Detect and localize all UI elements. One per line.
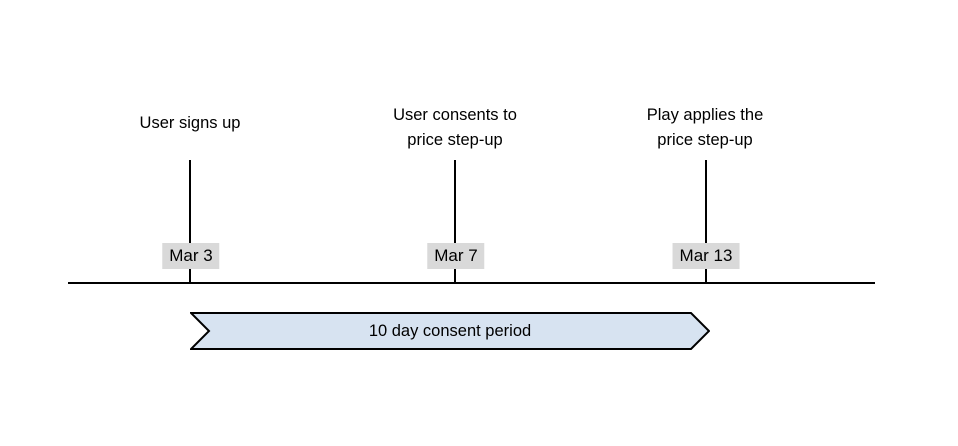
event-tick-line bbox=[189, 160, 191, 282]
event-title-line: Play applies the bbox=[646, 106, 764, 124]
event-title-line: User consents to bbox=[393, 106, 517, 124]
event-title: User consents to price step-up bbox=[393, 103, 517, 153]
event-tick-line bbox=[705, 160, 707, 282]
event-title: Play applies the price step-up bbox=[647, 103, 764, 153]
event-title-line: price step-up bbox=[657, 131, 753, 149]
banner-arrow-shape bbox=[190, 312, 710, 350]
event-date-badge: Mar 3 bbox=[162, 243, 220, 269]
event-title-line: price step-up bbox=[407, 131, 503, 149]
event-tick-line bbox=[454, 160, 456, 282]
timeline-axis bbox=[68, 282, 875, 284]
consent-period-banner: 10 day consent period bbox=[190, 312, 710, 350]
event-date-badge: Mar 7 bbox=[427, 243, 485, 269]
event-title-line: User signs up bbox=[139, 114, 241, 132]
banner-arrow-polygon bbox=[190, 312, 710, 350]
event-title: User signs up bbox=[140, 111, 241, 136]
event-date-badge: Mar 13 bbox=[672, 243, 740, 269]
